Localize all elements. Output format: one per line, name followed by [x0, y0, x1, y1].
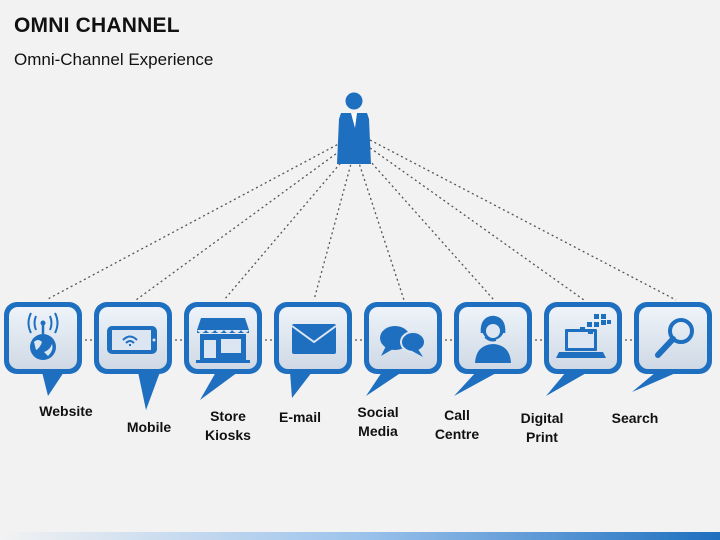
- channel-box-print: [544, 302, 622, 396]
- connector-search: [369, 139, 677, 301]
- laptop-print-icon: [556, 314, 611, 358]
- connector-website: [45, 139, 347, 301]
- smartphone-icon: [107, 326, 157, 354]
- connector-social: [357, 159, 405, 301]
- channel-box-store: [184, 302, 262, 400]
- connector-lines: [45, 139, 677, 301]
- channel-box-search: [632, 302, 712, 392]
- page-title: OMNI CHANNEL: [14, 14, 180, 37]
- channel-box-social: [364, 302, 442, 396]
- storefront-icon: [196, 318, 250, 363]
- channel-box-website: [4, 302, 82, 396]
- channel-label-mobile: Mobile: [126, 419, 172, 435]
- globe-antenna-icon: [27, 312, 59, 360]
- page-subtitle: Omni-Channel Experience: [14, 50, 214, 69]
- channel-label-email: E-mail: [278, 409, 321, 425]
- channel-box-call: [454, 302, 532, 396]
- channel-box-mobile: [94, 302, 172, 410]
- envelope-icon: [291, 324, 337, 354]
- connector-store: [223, 151, 351, 301]
- footer-bar: [0, 532, 720, 540]
- channel-box-email: [274, 302, 352, 398]
- connector-call: [361, 151, 495, 301]
- connector-print: [365, 144, 585, 301]
- person-icon: [337, 92, 371, 164]
- magnifier-icon: [655, 318, 694, 358]
- chat-bubbles-icon: [380, 326, 426, 357]
- headset-agent-icon: [475, 315, 511, 363]
- channel-label-website: Website: [39, 403, 93, 419]
- connector-mobile: [135, 144, 349, 301]
- connector-email: [313, 159, 353, 301]
- channel-label-search: Search: [611, 410, 659, 426]
